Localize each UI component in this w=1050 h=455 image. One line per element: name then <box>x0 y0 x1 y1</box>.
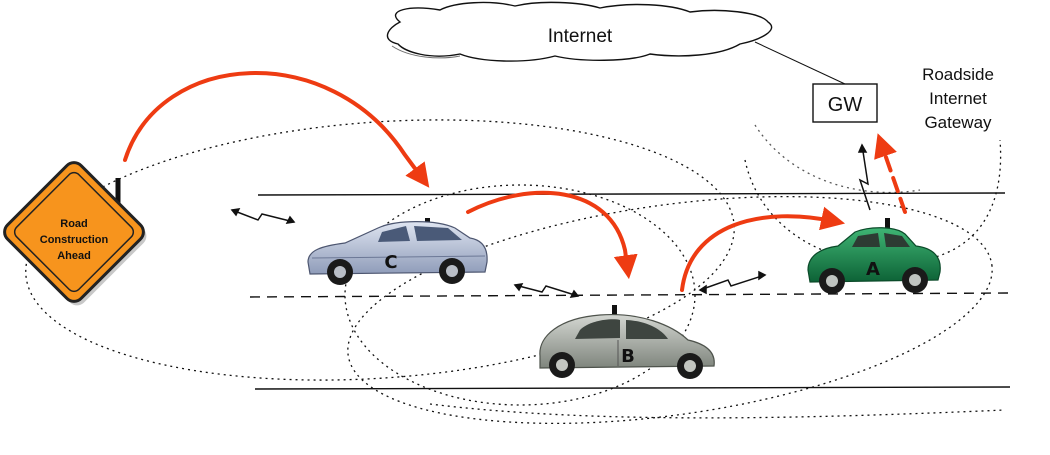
vehicle-c-label: C <box>384 252 397 273</box>
vehicle-c: C <box>307 218 488 285</box>
sign-line-3: Ahead <box>57 250 91 262</box>
vehicle-b-label: B <box>621 346 635 367</box>
gateway: GW Roadside Internet Gateway <box>812 65 994 132</box>
sedan-icon <box>807 227 941 294</box>
gateway-caption-line-1: Roadside <box>922 65 994 84</box>
road <box>249 192 1011 390</box>
sign-line-1: Road <box>60 218 88 230</box>
wireless-link-icon <box>698 270 767 295</box>
arrow-sign-to-c <box>123 71 430 188</box>
wireless-link-icon <box>857 143 871 211</box>
vehicle-a: A <box>807 218 941 294</box>
arrow-a-to-gateway <box>874 133 907 214</box>
gateway-box-label: GW <box>828 94 863 116</box>
car-a-coverage-range <box>744 139 1002 264</box>
road-center-line <box>249 292 1011 298</box>
car-c-coverage-range <box>344 184 696 406</box>
arrow-c-to-b <box>466 190 638 280</box>
sedan-icon <box>307 221 488 285</box>
internet-label: Internet <box>548 26 613 47</box>
road-edge-bottom <box>254 386 1011 390</box>
arrow-b-to-a <box>680 206 846 292</box>
vehicle-a-antenna-icon <box>885 218 890 234</box>
cloud-icon <box>386 1 773 62</box>
road-edge-top <box>257 192 1006 196</box>
wireless-link-icon <box>230 208 296 224</box>
vehicle-a-label: A <box>866 259 880 280</box>
lower-coverage-arc <box>429 403 1006 419</box>
beetle-icon <box>539 313 715 379</box>
road-sign-icon <box>3 161 147 306</box>
gateway-caption-line-3: Gateway <box>924 113 992 132</box>
wireless-link-icon <box>513 283 580 298</box>
message-arrows <box>123 71 907 292</box>
vehicle-b: B <box>539 305 715 379</box>
vehicle-b-antenna-icon <box>612 305 617 319</box>
gateway-box <box>812 83 878 123</box>
sign-line-2: Construction <box>40 234 109 246</box>
internet-cloud: Internet <box>386 1 773 62</box>
road-construction-sign: Road Construction Ahead <box>3 161 147 306</box>
gateway-caption-line-2: Internet <box>929 89 987 108</box>
car-b-coverage-range <box>347 195 993 425</box>
gateway-uplink <box>754 41 846 85</box>
wireless-links <box>230 143 871 298</box>
